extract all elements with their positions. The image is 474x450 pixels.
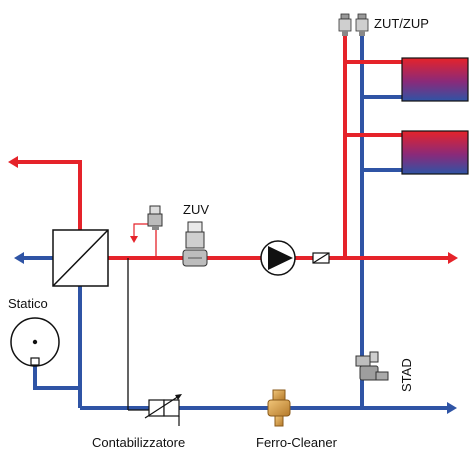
heat-meter-icon: [144, 394, 182, 426]
expansion-line: [33, 365, 80, 390]
radiator-1: [401, 57, 469, 102]
supply-main-arrow: [448, 252, 458, 264]
meter-sensor-lines: [127, 258, 149, 411]
return-main-arrow: [447, 402, 457, 414]
stad-valve-icon: [355, 351, 389, 381]
supply-inlet-pipe: [18, 160, 82, 230]
label-ferro-cleaner: Ferro-Cleaner: [256, 435, 338, 450]
label-zut-zup: ZUT/ZUP: [374, 16, 429, 31]
label-contabilizzatore: Contabilizzatore: [92, 435, 185, 450]
zut-valve-icon: [338, 13, 352, 36]
ferro-cleaner-icon: [267, 389, 291, 427]
return-outlet-arrow: [14, 252, 24, 264]
label-statico: Statico: [8, 296, 48, 311]
supply-piping: [18, 36, 448, 260]
check-valve-icon: [312, 252, 330, 264]
label-zuv: ZUV: [183, 202, 209, 217]
air-vent-drain-arrow: [130, 236, 138, 243]
label-stad: STAD: [399, 358, 414, 392]
supply-inlet-arrow: [8, 156, 18, 168]
air-vent-valve-icon: [147, 205, 163, 230]
air-vent-drain-line: [133, 223, 148, 240]
zup-valve-icon: [355, 13, 369, 36]
radiator-2: [401, 130, 469, 175]
expansion-vessel: [10, 317, 60, 367]
heat-exchanger: [52, 229, 109, 287]
return-piping: [22, 36, 447, 410]
circulation-pump-icon: [260, 240, 296, 276]
zuv-valve-icon: [182, 221, 208, 267]
